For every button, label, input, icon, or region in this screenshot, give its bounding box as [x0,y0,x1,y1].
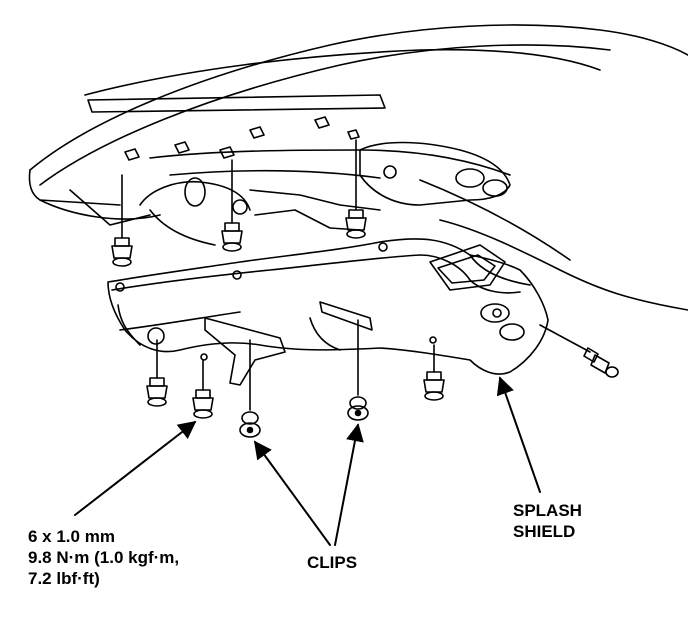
upper-bolt-center [221,159,243,252]
bolt-spec-torque-imperial: 7.2 lbf·ft) [28,569,100,588]
clip-right [347,319,369,421]
splash-shield-arrow [496,376,541,493]
clips-arrow-right [334,423,364,546]
bolt-spec-arrow [74,420,197,516]
splash-shield-label: SPLASH SHIELD [513,500,582,542]
clips-label: CLIPS [307,552,357,573]
side-bolt-right [539,324,619,378]
clip-left [239,339,261,438]
upper-bolt-right [345,139,367,239]
lower-bolt-1 [146,339,168,407]
splash-shield-line1: SPLASH [513,501,582,520]
lower-bolt-3 [423,344,445,401]
bolt-spec-label: 6 x 1.0 mm 9.8 N·m (1.0 kgf·m, 7.2 lbf·f… [28,526,179,589]
bolt-spec-torque: 9.8 N·m (1.0 kgf·m, [28,548,180,567]
vehicle-body [28,24,688,311]
leader-arrows [74,376,541,546]
lower-bolt-2 [192,359,214,419]
bolt-spec-size: 6 x 1.0 mm [28,527,115,546]
upper-bolt-left [111,174,133,267]
splash-shield-part [107,238,549,386]
clips-text: CLIPS [307,553,358,572]
clips-arrow-left [253,440,331,546]
splash-shield-line2: SHIELD [513,522,576,541]
